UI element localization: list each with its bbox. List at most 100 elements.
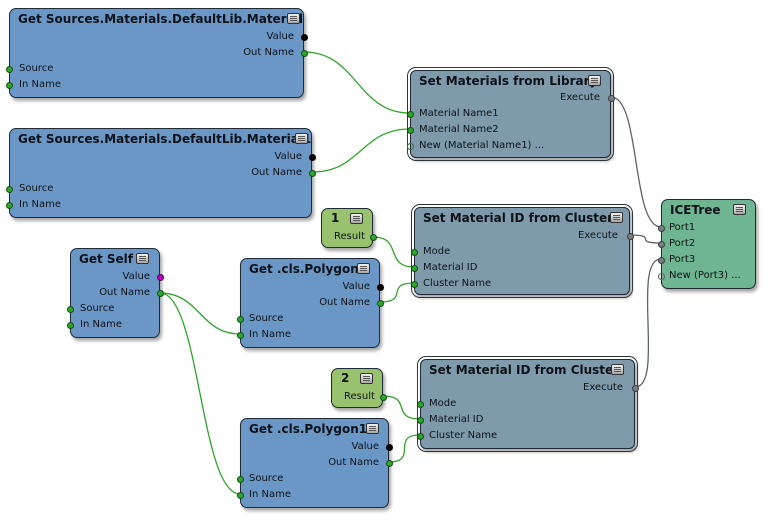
port-material-name2: Material Name2 (419, 124, 499, 135)
port-material-name1-dot[interactable] (407, 111, 414, 118)
port-cluster-name-dot[interactable] (417, 433, 424, 440)
port-value-dot[interactable] (386, 444, 393, 451)
node-title: Get .cls.Polygon (249, 262, 359, 276)
port-out-name: Out Name (243, 47, 294, 58)
port-value-dot[interactable] (301, 34, 308, 41)
port-value-dot[interactable] (377, 284, 384, 291)
port-port3-dot[interactable] (658, 257, 665, 264)
port-in-name: In Name (249, 329, 291, 340)
port-out-name-dot[interactable] (377, 300, 384, 307)
port-out-name-dot[interactable] (157, 290, 164, 297)
node-set-materials-from-library[interactable]: Set Materials from Library Execute Mater… (407, 67, 615, 161)
port-execute: Execute (583, 382, 623, 393)
port-mode-dot[interactable] (411, 249, 418, 256)
port-material-id: Material ID (423, 262, 478, 273)
port-material-id-dot[interactable] (411, 265, 418, 272)
node-menu-icon[interactable] (357, 263, 370, 274)
port-cluster-name: Cluster Name (423, 278, 492, 289)
port-port1-dot[interactable] (658, 225, 665, 232)
node-get-material[interactable]: Get Sources.Materials.DefaultLib.Materia… (6, 8, 308, 98)
port-value-dot[interactable] (157, 274, 164, 281)
port-result-dot[interactable] (380, 394, 387, 401)
port-execute-dot[interactable] (627, 233, 634, 240)
node-title: Get Self (79, 252, 134, 266)
port-new-dot[interactable] (407, 143, 414, 150)
node-get-self[interactable]: Get Self Value Out Name Source In Name (67, 248, 164, 338)
wire-material1-outname-to-name2[interactable] (311, 128, 411, 173)
port-cluster-name-dot[interactable] (411, 281, 418, 288)
port-in-name: In Name (19, 79, 61, 90)
port-material-name2-dot[interactable] (407, 127, 414, 134)
port-source-dot[interactable] (6, 66, 13, 73)
node-menu-icon[interactable] (611, 364, 624, 375)
node-menu-icon[interactable] (610, 212, 623, 223)
port-execute-dot[interactable] (608, 95, 615, 102)
port-execute: Execute (578, 230, 618, 241)
wire-execute3-to-port3[interactable] (634, 258, 662, 388)
node-get-cls-polygon1[interactable]: Get .cls.Polygon1 Value Out Name Source … (237, 418, 393, 508)
port-result: Result (344, 391, 375, 402)
wire-const2-to-materialid[interactable] (382, 395, 421, 420)
node-constant-2[interactable]: 2 Result (331, 368, 387, 408)
port-in-name: In Name (19, 199, 61, 210)
port-out-name: Out Name (99, 287, 150, 298)
node-menu-icon[interactable] (287, 13, 300, 24)
port-value: Value (266, 31, 294, 42)
wire-polygon-outname-to-clustername[interactable] (379, 282, 415, 303)
node-set-material-id-from-cluster-2[interactable]: Set Material ID from Cluster Execute Mod… (417, 356, 639, 452)
node-constant-1[interactable]: 1 Result (321, 208, 377, 248)
node-set-material-id-from-cluster-1[interactable]: Set Material ID from Cluster Execute Mod… (411, 204, 634, 298)
wire-material-outname-to-name1[interactable] (303, 51, 411, 114)
port-source-dot[interactable] (6, 186, 13, 193)
port-in-name-dot[interactable] (237, 332, 244, 339)
port-value: Value (351, 441, 379, 452)
port-out-name-dot[interactable] (386, 460, 393, 467)
node-get-material1[interactable]: Get Sources.Materials.DefaultLib.Materia… (6, 128, 316, 218)
port-source-dot[interactable] (237, 316, 244, 323)
constant-value[interactable]: 2 (341, 371, 350, 385)
wire-execute2-to-port2[interactable] (629, 234, 662, 244)
node-icetree[interactable]: ICETree Port1 Port2 Port3 New (Port3) ..… (658, 199, 756, 289)
port-result-dot[interactable] (370, 234, 377, 241)
port-source-dot[interactable] (67, 306, 74, 313)
port-port3: Port3 (669, 254, 696, 265)
port-material-id-dot[interactable] (417, 417, 424, 424)
node-menu-icon[interactable] (136, 253, 149, 264)
wire-polygon1-outname-to-clustername[interactable] (388, 434, 421, 463)
node-menu-icon[interactable] (350, 213, 363, 224)
node-menu-icon[interactable] (295, 133, 308, 144)
port-mode-dot[interactable] (417, 401, 424, 408)
port-execute-dot[interactable] (632, 385, 639, 392)
port-in-name-dot[interactable] (237, 492, 244, 499)
port-cluster-name: Cluster Name (429, 430, 498, 441)
node-title: Get Sources.Materials.DefaultLib.Materia… (18, 132, 312, 146)
node-menu-icon[interactable] (366, 423, 379, 434)
port-source: Source (19, 63, 54, 74)
port-value-dot[interactable] (309, 154, 316, 161)
port-value: Value (342, 281, 370, 292)
port-material-name1: Material Name1 (419, 108, 499, 119)
port-result: Result (334, 231, 365, 242)
port-value: Value (122, 271, 150, 282)
constant-value[interactable]: 1 (331, 211, 340, 225)
port-source-dot[interactable] (237, 476, 244, 483)
node-get-cls-polygon[interactable]: Get .cls.Polygon Value Out Name Source I… (237, 258, 384, 348)
port-new-dot[interactable] (658, 273, 665, 280)
port-port2-dot[interactable] (658, 241, 665, 248)
port-in-name-dot[interactable] (6, 202, 13, 209)
wire-self-outname-to-polygon1-inname[interactable] (159, 292, 241, 495)
port-out-name-dot[interactable] (301, 50, 308, 57)
port-source: Source (80, 303, 115, 314)
node-title: Get Sources.Materials.DefaultLib.Materia… (18, 12, 303, 26)
node-menu-icon[interactable] (733, 204, 746, 215)
node-menu-icon[interactable] (588, 75, 601, 86)
port-new: New (Port3) ... (669, 270, 741, 281)
port-in-name-dot[interactable] (67, 322, 74, 329)
port-in-name-dot[interactable] (6, 82, 13, 89)
port-out-name: Out Name (319, 297, 370, 308)
port-out-name-dot[interactable] (309, 170, 316, 177)
port-port2: Port2 (669, 238, 696, 249)
node-menu-icon[interactable] (360, 373, 373, 384)
wire-self-outname-to-polygon-inname[interactable] (159, 292, 241, 335)
node-title: Set Materials from Library (419, 74, 598, 88)
